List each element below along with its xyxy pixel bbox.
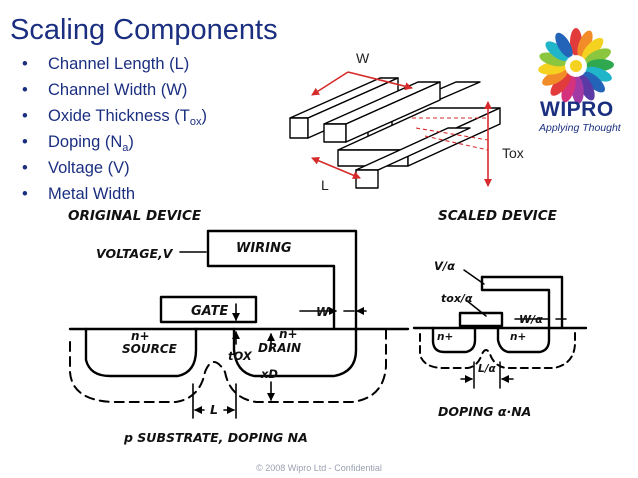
bullet-doping: •Doping (Na) bbox=[22, 130, 207, 156]
wiring-outline bbox=[206, 229, 336, 331]
bullet-list: •Channel Length (L) •Channel Width (W) •… bbox=[22, 52, 207, 208]
drain-label: DRAIN bbox=[258, 341, 301, 355]
tox-label: Tox bbox=[502, 145, 524, 161]
gate-label: GATE bbox=[191, 304, 228, 319]
bullet-dot: • bbox=[22, 185, 28, 203]
bullet-dot: • bbox=[22, 107, 28, 125]
footer-text: © 2008 Wipro Ltd - Confidential bbox=[256, 463, 382, 473]
l-dim-label: L bbox=[210, 402, 218, 417]
bullet-dot: • bbox=[22, 133, 28, 151]
scaled-device-title: SCALED DEVICE bbox=[438, 208, 558, 224]
w-arrow bbox=[311, 71, 349, 96]
n-plus-drain-label: n+ bbox=[279, 327, 298, 341]
slab-back-left bbox=[289, 77, 399, 119]
gate-block bbox=[159, 295, 258, 324]
scaled-n-plus-drain-label: n+ bbox=[510, 331, 526, 343]
w-dim-label: W bbox=[316, 305, 330, 319]
bullet-oxide-thickness: •Oxide Thickness (Tox) bbox=[22, 104, 207, 130]
scaled-wiring-outline bbox=[480, 275, 551, 330]
scaled-gate-block bbox=[458, 311, 504, 328]
n-plus-source-label: n+ bbox=[131, 329, 150, 343]
bullet-dot: • bbox=[22, 55, 28, 73]
scaled-drain-region bbox=[496, 326, 551, 354]
source-label: SOURCE bbox=[122, 342, 178, 356]
l-arrow bbox=[311, 157, 337, 169]
scaled-n-plus-source-label: n+ bbox=[437, 331, 453, 343]
w-label: W bbox=[356, 50, 370, 66]
source-region bbox=[84, 327, 198, 378]
xd-dim-label: xD bbox=[260, 367, 278, 381]
logo-name: WIPRO bbox=[540, 98, 614, 121]
tox-alpha-label: tox/α bbox=[441, 292, 473, 305]
bullet-dot: • bbox=[22, 159, 28, 177]
slab-front-right bbox=[355, 127, 471, 171]
tox-dim-label: tOX bbox=[228, 349, 253, 363]
slab-back-right bbox=[367, 81, 481, 121]
scaled-source-region bbox=[431, 326, 477, 354]
bullet-channel-width: •Channel Width (W) bbox=[22, 78, 207, 104]
slab-plate bbox=[337, 107, 501, 151]
v-alpha-label: V/α bbox=[434, 259, 455, 273]
w-alpha-label: W/α bbox=[519, 313, 543, 326]
doping-scaled-label: DOPING α·NA bbox=[438, 404, 531, 419]
substrate-label: p SUBSTRATE, DOPING NA bbox=[123, 430, 308, 445]
depletion-outline bbox=[69, 328, 387, 403]
wiring-label: WIRING bbox=[236, 241, 292, 256]
voltage-label: VOLTAGE,V bbox=[96, 246, 174, 261]
slide-title: Scaling Components bbox=[10, 14, 278, 46]
bullet-metal-width: •Metal Width bbox=[22, 182, 207, 208]
bullet-dot: • bbox=[22, 81, 28, 99]
slab-top bbox=[323, 81, 441, 125]
l-label: L bbox=[321, 177, 329, 193]
sunflower-icon bbox=[538, 28, 614, 104]
scaled-depletion-outline bbox=[419, 327, 576, 369]
logo-tagline: Applying Thought bbox=[538, 122, 622, 134]
drain-region bbox=[232, 327, 358, 378]
original-device-title: ORIGINAL DEVICE bbox=[68, 208, 202, 224]
l-alpha-label: L/α bbox=[478, 363, 497, 375]
bullet-voltage: •Voltage (V) bbox=[22, 156, 207, 182]
bullet-channel-length: •Channel Length (L) bbox=[22, 52, 207, 78]
